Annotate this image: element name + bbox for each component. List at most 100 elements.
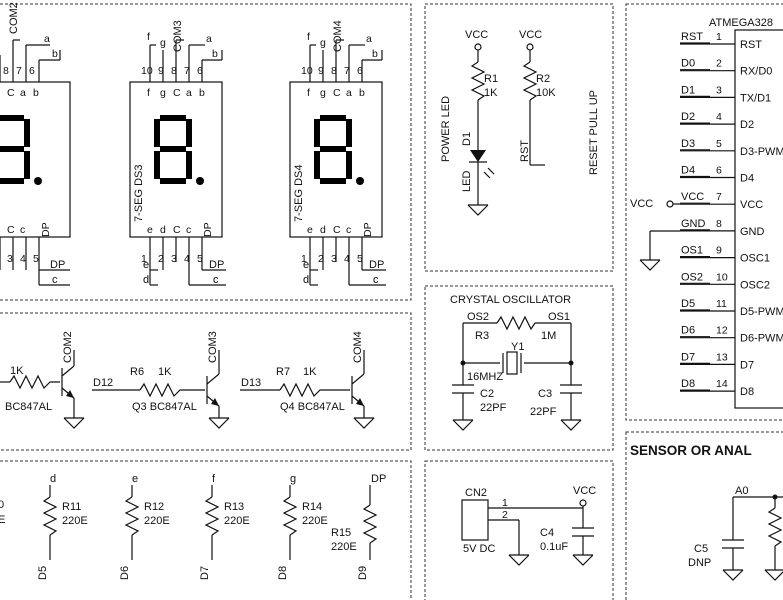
pin: 3 — [331, 253, 337, 265]
transistor-label: Q4 BC847AL — [280, 401, 345, 413]
seg-letter: g — [160, 87, 166, 99]
pin-number: 13 — [716, 351, 728, 363]
seg-letter: C — [333, 87, 341, 99]
vcc-label: VCC — [573, 485, 596, 497]
res-value: 220E — [62, 515, 88, 527]
pin-number: 10 — [716, 271, 728, 283]
pin-number: 12 — [716, 325, 728, 337]
pin: 8 — [171, 65, 177, 77]
res-value: 1K — [10, 365, 24, 377]
cap-value: 0.1uF — [540, 541, 568, 553]
net-label: OS2 — [467, 311, 489, 323]
display-name: 7-SEG DS4 — [293, 165, 305, 222]
seg-letter: a — [20, 87, 26, 99]
power-input: CN2 1 2 VCC 5V DC C4 0.1uF — [461, 485, 596, 566]
net: DP — [369, 259, 384, 271]
power-reset-box — [424, 3, 614, 272]
net-label: D6 — [119, 566, 131, 580]
res-value: 220E — [331, 541, 357, 553]
pin: 9 — [318, 65, 324, 77]
cap-name: C2 — [480, 388, 494, 400]
net: DP — [209, 259, 224, 271]
pin-name: OSC1 — [740, 253, 770, 265]
pin: 2 — [158, 253, 164, 265]
res-name: R14 — [302, 501, 322, 513]
pin: 10 — [301, 65, 313, 77]
res-name: R13 — [224, 501, 244, 513]
pin: 1 — [301, 253, 307, 265]
net: f — [307, 31, 310, 43]
res-name: R7 — [276, 366, 290, 378]
vcc-label: VCC — [630, 198, 653, 210]
pin-number: 7 — [716, 191, 722, 203]
pin: 3 — [171, 253, 177, 265]
seg-letter: e — [147, 224, 153, 236]
pin-net: D2 — [681, 111, 695, 123]
net: a — [206, 33, 212, 45]
net-label: RST — [519, 140, 531, 162]
driver-q2: 1K BC847AL COM2 — [0, 331, 85, 429]
cap-value: DNP — [688, 557, 711, 569]
pin-number: 4 — [716, 111, 722, 123]
pin-net: D7 — [681, 351, 695, 363]
seg-letter: a — [346, 87, 352, 99]
com-label: COM4 — [332, 20, 344, 52]
seg-letter: b — [199, 87, 205, 99]
driver-q3: D12 R6 1K Q3 BC847AL COM3 — [92, 331, 230, 429]
cap-value: 22PF — [480, 402, 507, 414]
pin-net: D0 — [681, 58, 695, 70]
connector-label: 5V DC — [463, 543, 495, 555]
pin-number: 5 — [716, 138, 722, 150]
crystal-freq: 16MHZ — [467, 371, 503, 383]
pin: 7 — [344, 65, 350, 77]
res-value: 0E — [0, 514, 5, 526]
net: b — [212, 48, 218, 60]
pin: 10 — [141, 65, 153, 77]
display-name: 7-SEG DS3 — [133, 165, 145, 222]
res-value: 1K — [484, 87, 498, 99]
reset-pullup-circuit: VCC R2 10K RST RESET PULL UP — [519, 29, 600, 175]
net: b — [372, 48, 378, 60]
seg-letter: d — [160, 224, 166, 236]
transistor-label: BC847AL — [5, 401, 52, 413]
pin-name: D8 — [740, 386, 754, 398]
pin-number: 11 — [716, 298, 727, 310]
seg-letter: a — [186, 87, 192, 99]
res-value: 1M — [541, 330, 556, 342]
mcu-box — [625, 3, 783, 421]
pin: 7 — [16, 65, 22, 77]
pin: 6 — [357, 65, 363, 77]
seg-letter: DP — [362, 222, 374, 237]
net-label: e — [132, 473, 138, 485]
net: c — [373, 274, 379, 286]
pin: 4 — [20, 253, 26, 265]
seg-letter: C — [7, 224, 15, 236]
driver-q4: D13 R7 1K Q4 BC847AL COM4 — [240, 331, 375, 429]
seg-letter: f — [307, 87, 310, 99]
net-label: DP — [371, 473, 386, 485]
seg-letter: f — [147, 87, 150, 99]
pin-net: D6 — [681, 325, 695, 337]
net-label: A0 — [735, 485, 748, 497]
seg-letter: DP — [40, 222, 52, 237]
pin-name: D3-PWM — [740, 146, 783, 158]
section-title: SENSOR OR ANAL — [630, 443, 752, 458]
net-label: D5 — [37, 566, 49, 580]
seg-letter: DP — [202, 222, 214, 237]
net-label: OS1 — [548, 311, 570, 323]
pin-name: VCC — [740, 199, 763, 211]
com-label: COM3 — [207, 331, 219, 363]
pin-number: 9 — [716, 245, 722, 257]
res-name: R1 — [484, 73, 498, 85]
seg-letter: C — [173, 87, 181, 99]
pin-name: RX/D0 — [740, 66, 772, 78]
pin-net: VCC — [681, 191, 704, 203]
pin-net: D4 — [681, 165, 695, 177]
pin-number: 6 — [716, 165, 722, 177]
net: g — [160, 37, 166, 49]
pin-number: 8 — [716, 218, 722, 230]
segment-resistor-box — [0, 460, 412, 600]
pin: 5 — [357, 253, 363, 265]
pin: 3 — [7, 253, 13, 265]
